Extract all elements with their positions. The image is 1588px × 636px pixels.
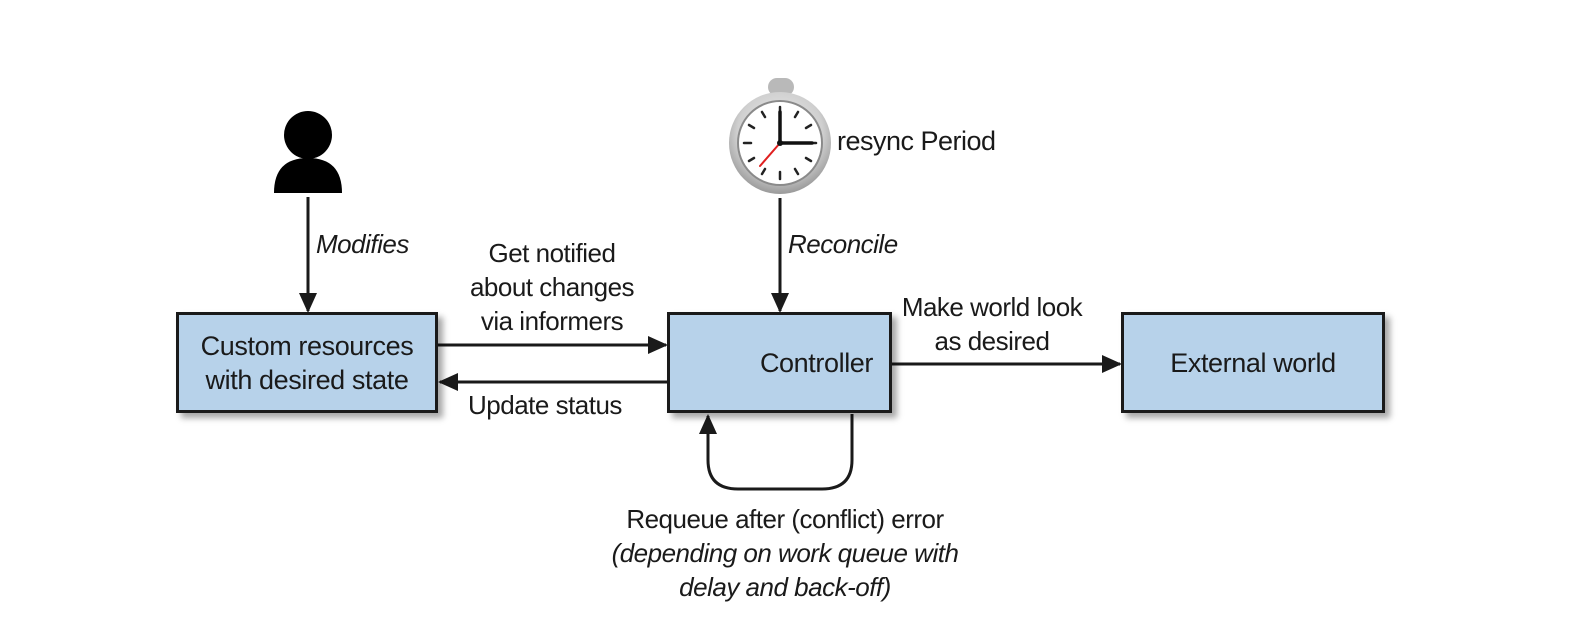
person-icon	[274, 111, 342, 193]
make-world-label: Make world look as desired	[892, 290, 1092, 358]
modifies-label: Modifies	[316, 229, 409, 259]
notified-line-1: Get notified	[488, 238, 616, 268]
requeue-line-1: Requeue after (conflict) error	[626, 504, 944, 534]
custom-resources-box: Custom resources with desired state	[176, 312, 438, 413]
controller-label: Controller	[759, 347, 873, 378]
make-world-line-2: as desired	[934, 326, 1050, 356]
notified-label: Get notified about changes via informers	[438, 236, 666, 338]
notified-line-3: via informers	[480, 306, 624, 336]
reconcile-label: Reconcile	[788, 229, 898, 259]
requeue-line-3: delay and back-off)	[679, 572, 891, 602]
controller-box: Controller	[667, 312, 892, 413]
resync-period-label: resync Period	[837, 126, 996, 156]
make-world-line-1: Make world look	[901, 292, 1083, 322]
requeue-label: Requeue after (conflict) error (dependin…	[560, 502, 1010, 604]
notified-line-2: about changes	[469, 272, 635, 302]
custom-resources-line-2: with desired state	[205, 364, 409, 395]
external-world-label: External world	[1170, 347, 1336, 378]
custom-resources-line-1: Custom resources	[200, 330, 414, 361]
update-status-label: Update status	[468, 390, 622, 420]
stopwatch-icon	[729, 78, 831, 194]
requeue-loop-arrow	[699, 414, 854, 491]
external-world-box: External world	[1121, 312, 1385, 413]
requeue-line-2: (depending on work queue with	[611, 538, 959, 568]
